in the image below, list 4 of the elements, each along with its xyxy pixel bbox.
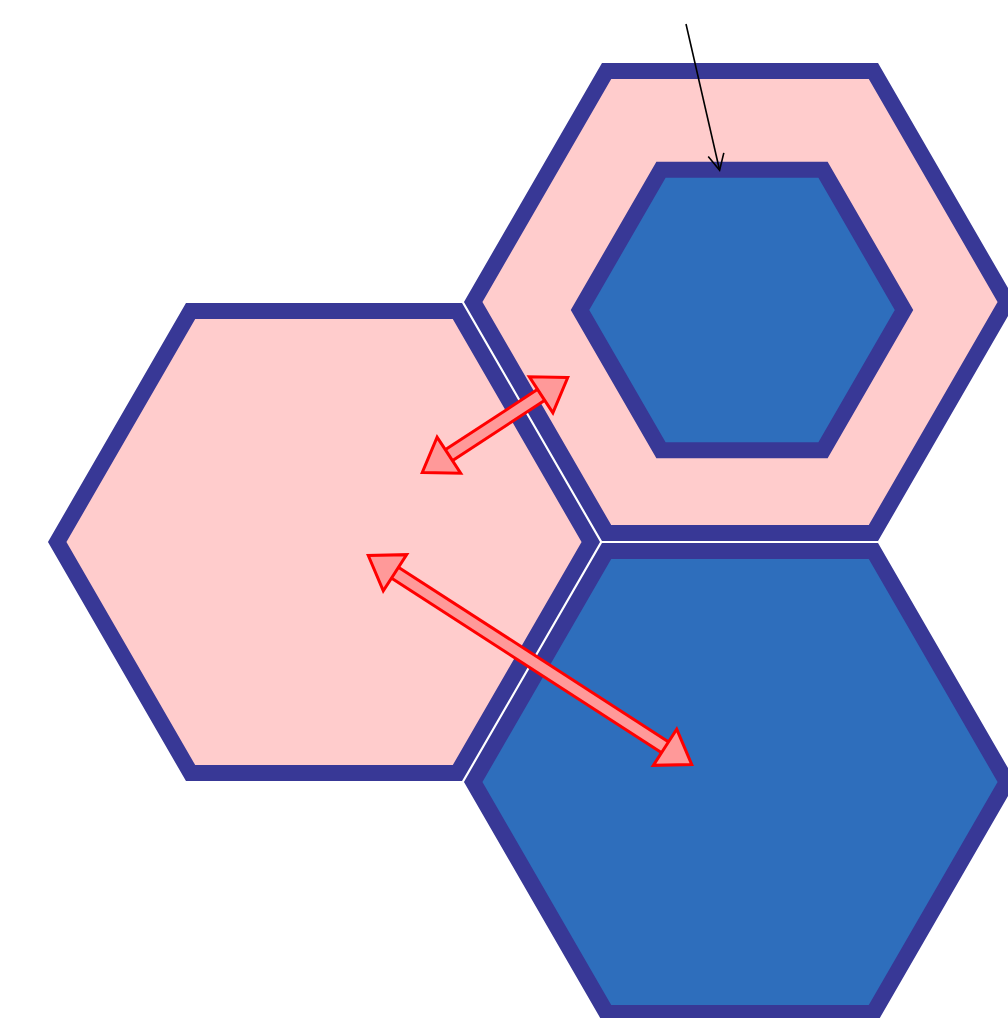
arrow — [420, 375, 570, 475]
hexagon — [463, 542, 1008, 1018]
arrow — [685, 23, 725, 172]
arrow — [366, 553, 694, 767]
